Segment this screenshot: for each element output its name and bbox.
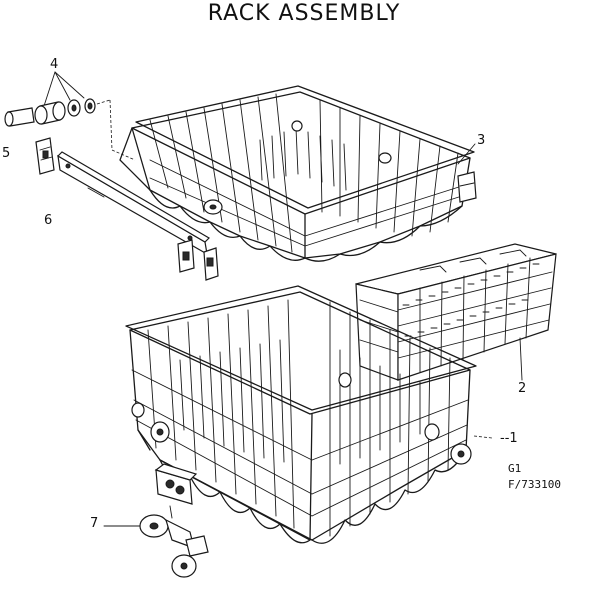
part-3-upper-rack: [119, 85, 477, 262]
part-4-fastener-set: [4, 71, 136, 161]
callout-1: --1: [500, 431, 518, 446]
figure-code-line-1: G1: [508, 462, 522, 475]
callout-2: 2: [518, 381, 527, 396]
callout-5: 5: [2, 146, 11, 161]
callout-7: 7: [90, 516, 99, 531]
diagram-title: RACK ASSEMBLY: [207, 1, 401, 26]
callout-6: 6: [44, 213, 53, 228]
part-7-roller-bracket: [103, 463, 209, 578]
callout-3: 3: [477, 133, 486, 148]
figure-code-line-2: F/733100: [508, 478, 561, 491]
part-6-track-rail: [57, 151, 219, 281]
part-5-track-clip: [35, 137, 55, 175]
part-2-silverware-basket: [355, 243, 557, 381]
callout-4: 4: [50, 57, 59, 72]
